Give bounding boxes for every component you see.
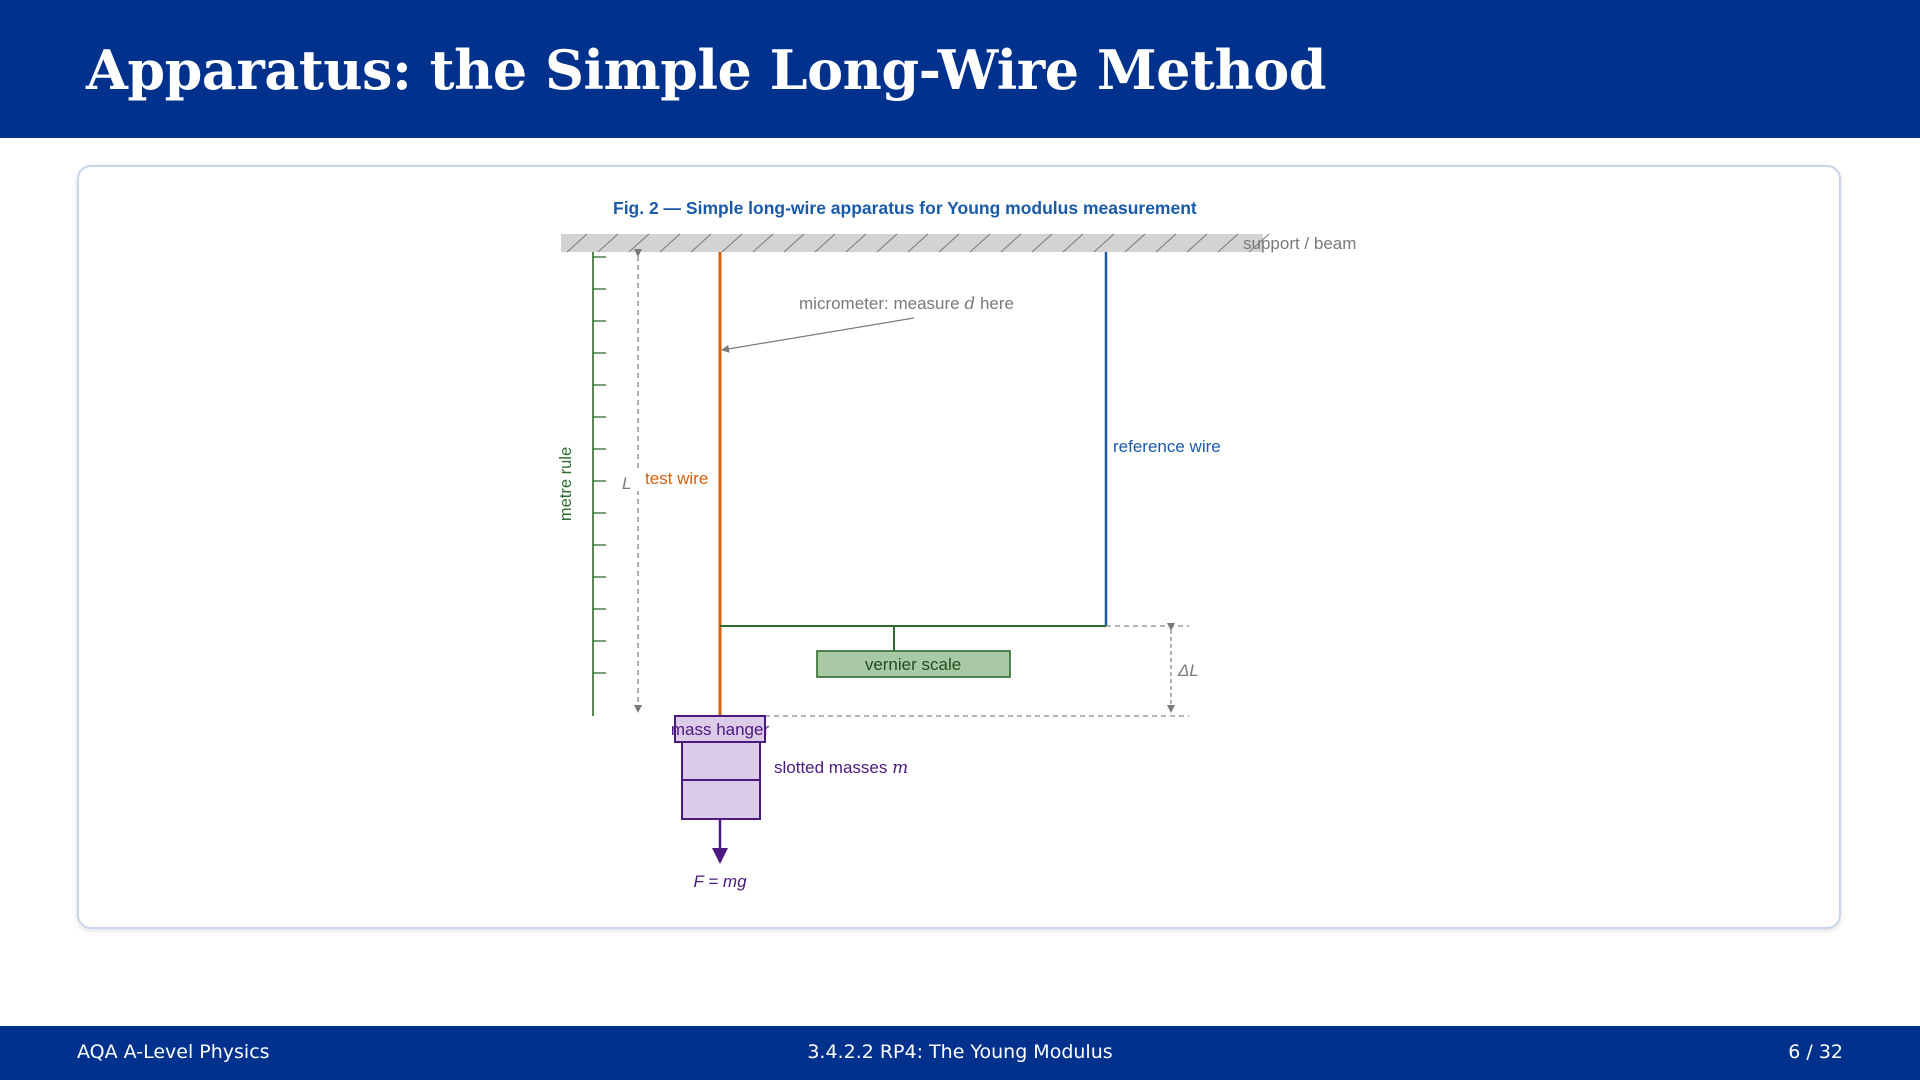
mass-hanger <box>674 715 766 743</box>
force-label: F = mg <box>693 872 747 891</box>
beam-hatch <box>628 233 650 253</box>
beam-hatch <box>907 233 929 253</box>
apparatus-diagram: Fig. 2 — Simple long-wire apparatus for … <box>557 198 1356 891</box>
figure-caption: Fig. 2 — Simple long-wire apparatus for … <box>613 198 1197 218</box>
beam-hatch <box>1062 233 1084 253</box>
support-beam <box>561 233 1270 253</box>
beam-hatch <box>876 233 898 253</box>
vernier-scale-label: vernier scale <box>865 655 961 674</box>
reference-wire-label: reference wire <box>1113 437 1221 456</box>
slotted-masses <box>681 741 761 820</box>
beam-hatch <box>690 233 712 253</box>
vernier-scale <box>816 650 1011 678</box>
beam-hatch <box>1186 233 1208 253</box>
beam-hatch <box>752 233 774 253</box>
beam-hatch <box>1031 233 1053 253</box>
slotted-masses-label: slotted masses m <box>774 758 908 778</box>
beam-hatch <box>938 233 960 253</box>
beam-hatch <box>783 233 805 253</box>
footer-section: 3.4.2.2 RP4: The Young Modulus <box>807 1041 1113 1063</box>
beam-hatch <box>845 233 867 253</box>
beam-hatch <box>1155 233 1177 253</box>
support-label: support / beam <box>1243 234 1356 253</box>
figure-card: Fig. 2 — Simple long-wire apparatus for … <box>77 165 1841 929</box>
beam-hatch <box>597 233 619 253</box>
slide-title: Apparatus: the Simple Long-Wire Method <box>86 38 1327 102</box>
beam-hatch <box>721 233 743 253</box>
footer-course: AQA A-Level Physics <box>77 1041 270 1063</box>
beam-hatch <box>969 233 991 253</box>
micrometer-arrow <box>721 317 915 353</box>
slide-header: Apparatus: the Simple Long-Wire Method <box>0 0 1920 138</box>
beam-hatch <box>1248 233 1270 253</box>
slide-footer: AQA A-Level Physics 3.4.2.2 RP4: The You… <box>0 1026 1920 1080</box>
beam-hatch <box>1217 233 1239 253</box>
beam-hatch <box>1124 233 1146 253</box>
footer-page-number: 6 / 32 <box>1788 1041 1843 1063</box>
mass-hanger-label: mass hanger <box>671 720 770 739</box>
micrometer-label: micrometer: measure d here <box>799 294 1014 314</box>
vernier-crossbar <box>720 625 1106 651</box>
metre-rule-label: metre rule <box>557 447 575 521</box>
metre-rule <box>592 252 606 716</box>
beam-hatch <box>566 233 588 253</box>
length-label: L <box>622 474 631 493</box>
beam-hatch <box>1000 233 1022 253</box>
beam-hatch <box>814 233 836 253</box>
test-wire-label: test wire <box>645 469 708 488</box>
extension-label: ΔL <box>1177 661 1199 680</box>
beam-hatch <box>1093 233 1115 253</box>
beam-hatch <box>659 233 681 253</box>
